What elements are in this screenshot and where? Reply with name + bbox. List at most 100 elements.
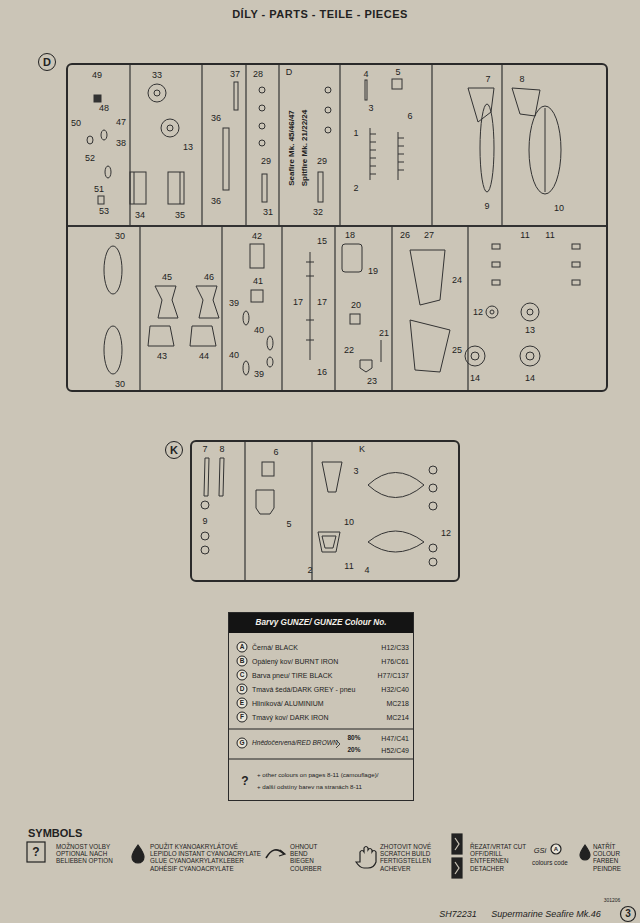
callout-number: 7 xyxy=(202,445,207,454)
callout-number: 10 xyxy=(554,204,564,213)
callout-number: 39 xyxy=(254,370,264,379)
callout-number: 2 xyxy=(307,566,312,575)
table-text: E xyxy=(240,700,244,707)
page-title: DÍLY - PARTS - TEILE - PIECES xyxy=(0,9,640,20)
callout-number: 36 xyxy=(211,197,221,206)
table-header: Barvy GUNZE/ GUNZE Colour No. xyxy=(229,613,413,633)
callout-number: 17 xyxy=(293,298,303,307)
callout-number: 6 xyxy=(273,448,278,457)
callout-number: 27 xyxy=(424,231,434,240)
table-text: OHNOUT BEND BIEGEN COURBER xyxy=(290,843,330,872)
sprue-version-text: Seafire Mk. 45/46/47 xyxy=(288,110,296,186)
callout-number: 11 xyxy=(344,562,353,571)
table-text: MC218 xyxy=(386,700,409,707)
table-text: colours code xyxy=(532,859,576,866)
callout-number: 10 xyxy=(344,518,354,527)
table-text: B xyxy=(240,658,245,665)
table-text: MOŽNOST VOLBY OPTIONAL NACH BELIEBEN OPT… xyxy=(56,843,116,865)
sprue-frame: D xyxy=(66,63,608,392)
callout-number: 5 xyxy=(395,68,400,77)
callout-number: 4 xyxy=(363,70,368,79)
callout-number: 7 xyxy=(485,75,490,84)
callout-number: 16 xyxy=(317,368,327,377)
callout-number: 33 xyxy=(152,71,162,80)
callout-number: 14 xyxy=(470,374,480,383)
callout-number: 8 xyxy=(519,75,524,84)
callout-number: 22 xyxy=(344,346,354,355)
table-text: Opálený kov/ BURNT IRON xyxy=(252,658,338,665)
callout-number: 41 xyxy=(253,277,263,286)
callout-number: 49 xyxy=(92,71,102,80)
callout-number: 42 xyxy=(252,232,262,241)
table-text: Barva pneu/ TIRE BLACK xyxy=(252,672,332,679)
callout-number: 40 xyxy=(254,326,264,335)
callout-number: K xyxy=(359,445,365,454)
table-text: H77/C137 xyxy=(377,672,409,679)
callout-number: 48 xyxy=(99,104,109,113)
table-text: POUŽIT KYANOAKRYLÁTOVÉ LEPIDLO INSTANT C… xyxy=(150,843,266,872)
table-text: H32/C40 xyxy=(381,686,409,693)
callout-number: 37 xyxy=(230,70,240,79)
callout-number: 32 xyxy=(313,208,323,217)
callout-number: 23 xyxy=(367,377,377,386)
callout-number: 8 xyxy=(219,445,224,454)
callout-number: 40 xyxy=(229,351,239,360)
table-text: Hliníková/ ALUMINIUM xyxy=(252,700,324,707)
callout-number: 3 xyxy=(625,909,631,919)
callout-number: D xyxy=(286,68,293,77)
callout-number: ? xyxy=(32,846,39,858)
callout-number: 35 xyxy=(175,211,185,220)
callout-number: 44 xyxy=(199,352,209,361)
callout-number: 45 xyxy=(162,273,172,282)
callout-number: SYMBOLS xyxy=(28,828,82,839)
table-text: H12/C33 xyxy=(381,644,409,651)
table-text: H52/C49 xyxy=(381,747,409,754)
callout-number: ? xyxy=(241,775,248,787)
callout-number: 29 xyxy=(317,157,327,166)
table-text: + další odstíny barev na stranách 8-11 xyxy=(257,784,362,790)
callout-number: 38 xyxy=(116,139,126,148)
callout-number: 9 xyxy=(484,202,489,211)
callout-number: 2 xyxy=(353,184,358,193)
callout-number: 3 xyxy=(353,467,358,476)
table-text: A xyxy=(240,644,245,651)
sprue-letter: K xyxy=(165,441,183,459)
table-text: 20% xyxy=(347,747,360,754)
table-text: 301206 xyxy=(604,898,621,903)
callout-number: 30 xyxy=(115,380,125,389)
table-text: Černá/ BLACK xyxy=(252,644,298,651)
table-text: ZHOTOVIT NOVÉ SCRATCH BUILD FERTIGSTELLE… xyxy=(380,843,442,872)
table-text: H76/C61 xyxy=(381,658,409,665)
colour-table-lines xyxy=(229,642,413,759)
table-text: Tmavý kov/ DARK IRON xyxy=(252,714,329,721)
table-text: 80% xyxy=(347,735,360,742)
sprue-d-runners xyxy=(66,65,608,390)
callout-number: 12 xyxy=(441,529,451,538)
sprue-k-parts xyxy=(201,442,437,580)
callout-number: 6 xyxy=(407,112,412,121)
callout-number: 26 xyxy=(400,231,410,240)
callout-number: 11 xyxy=(545,231,554,240)
callout-number: 4 xyxy=(364,566,369,575)
table-text: Hnědočervená/RED BROWN xyxy=(252,740,338,747)
symbol-icons xyxy=(27,834,636,922)
callout-number: 3 xyxy=(368,104,373,113)
callout-number: 36 xyxy=(211,114,221,123)
callout-number: 15 xyxy=(317,237,327,246)
callout-number: 53 xyxy=(99,207,109,216)
callout-number: 18 xyxy=(345,231,355,240)
callout-number: 12 xyxy=(473,308,483,317)
callout-number: 50 xyxy=(71,119,81,128)
callout-number: 46 xyxy=(204,273,214,282)
callout-number: 13 xyxy=(525,326,535,335)
table-text: F xyxy=(240,714,244,721)
table-text: D xyxy=(240,686,245,693)
callout-number: 5 xyxy=(286,520,291,529)
table-text: Tmavá šedá/DARK GREY - pneu xyxy=(252,686,355,693)
table-text: NATŘÍT COLOUR FARBEN PEINDRE xyxy=(593,843,631,872)
callout-number: 19 xyxy=(368,267,378,276)
table-text: MC214 xyxy=(386,714,409,721)
sprue-frame: K xyxy=(190,440,460,582)
table-text: G xyxy=(239,740,244,747)
